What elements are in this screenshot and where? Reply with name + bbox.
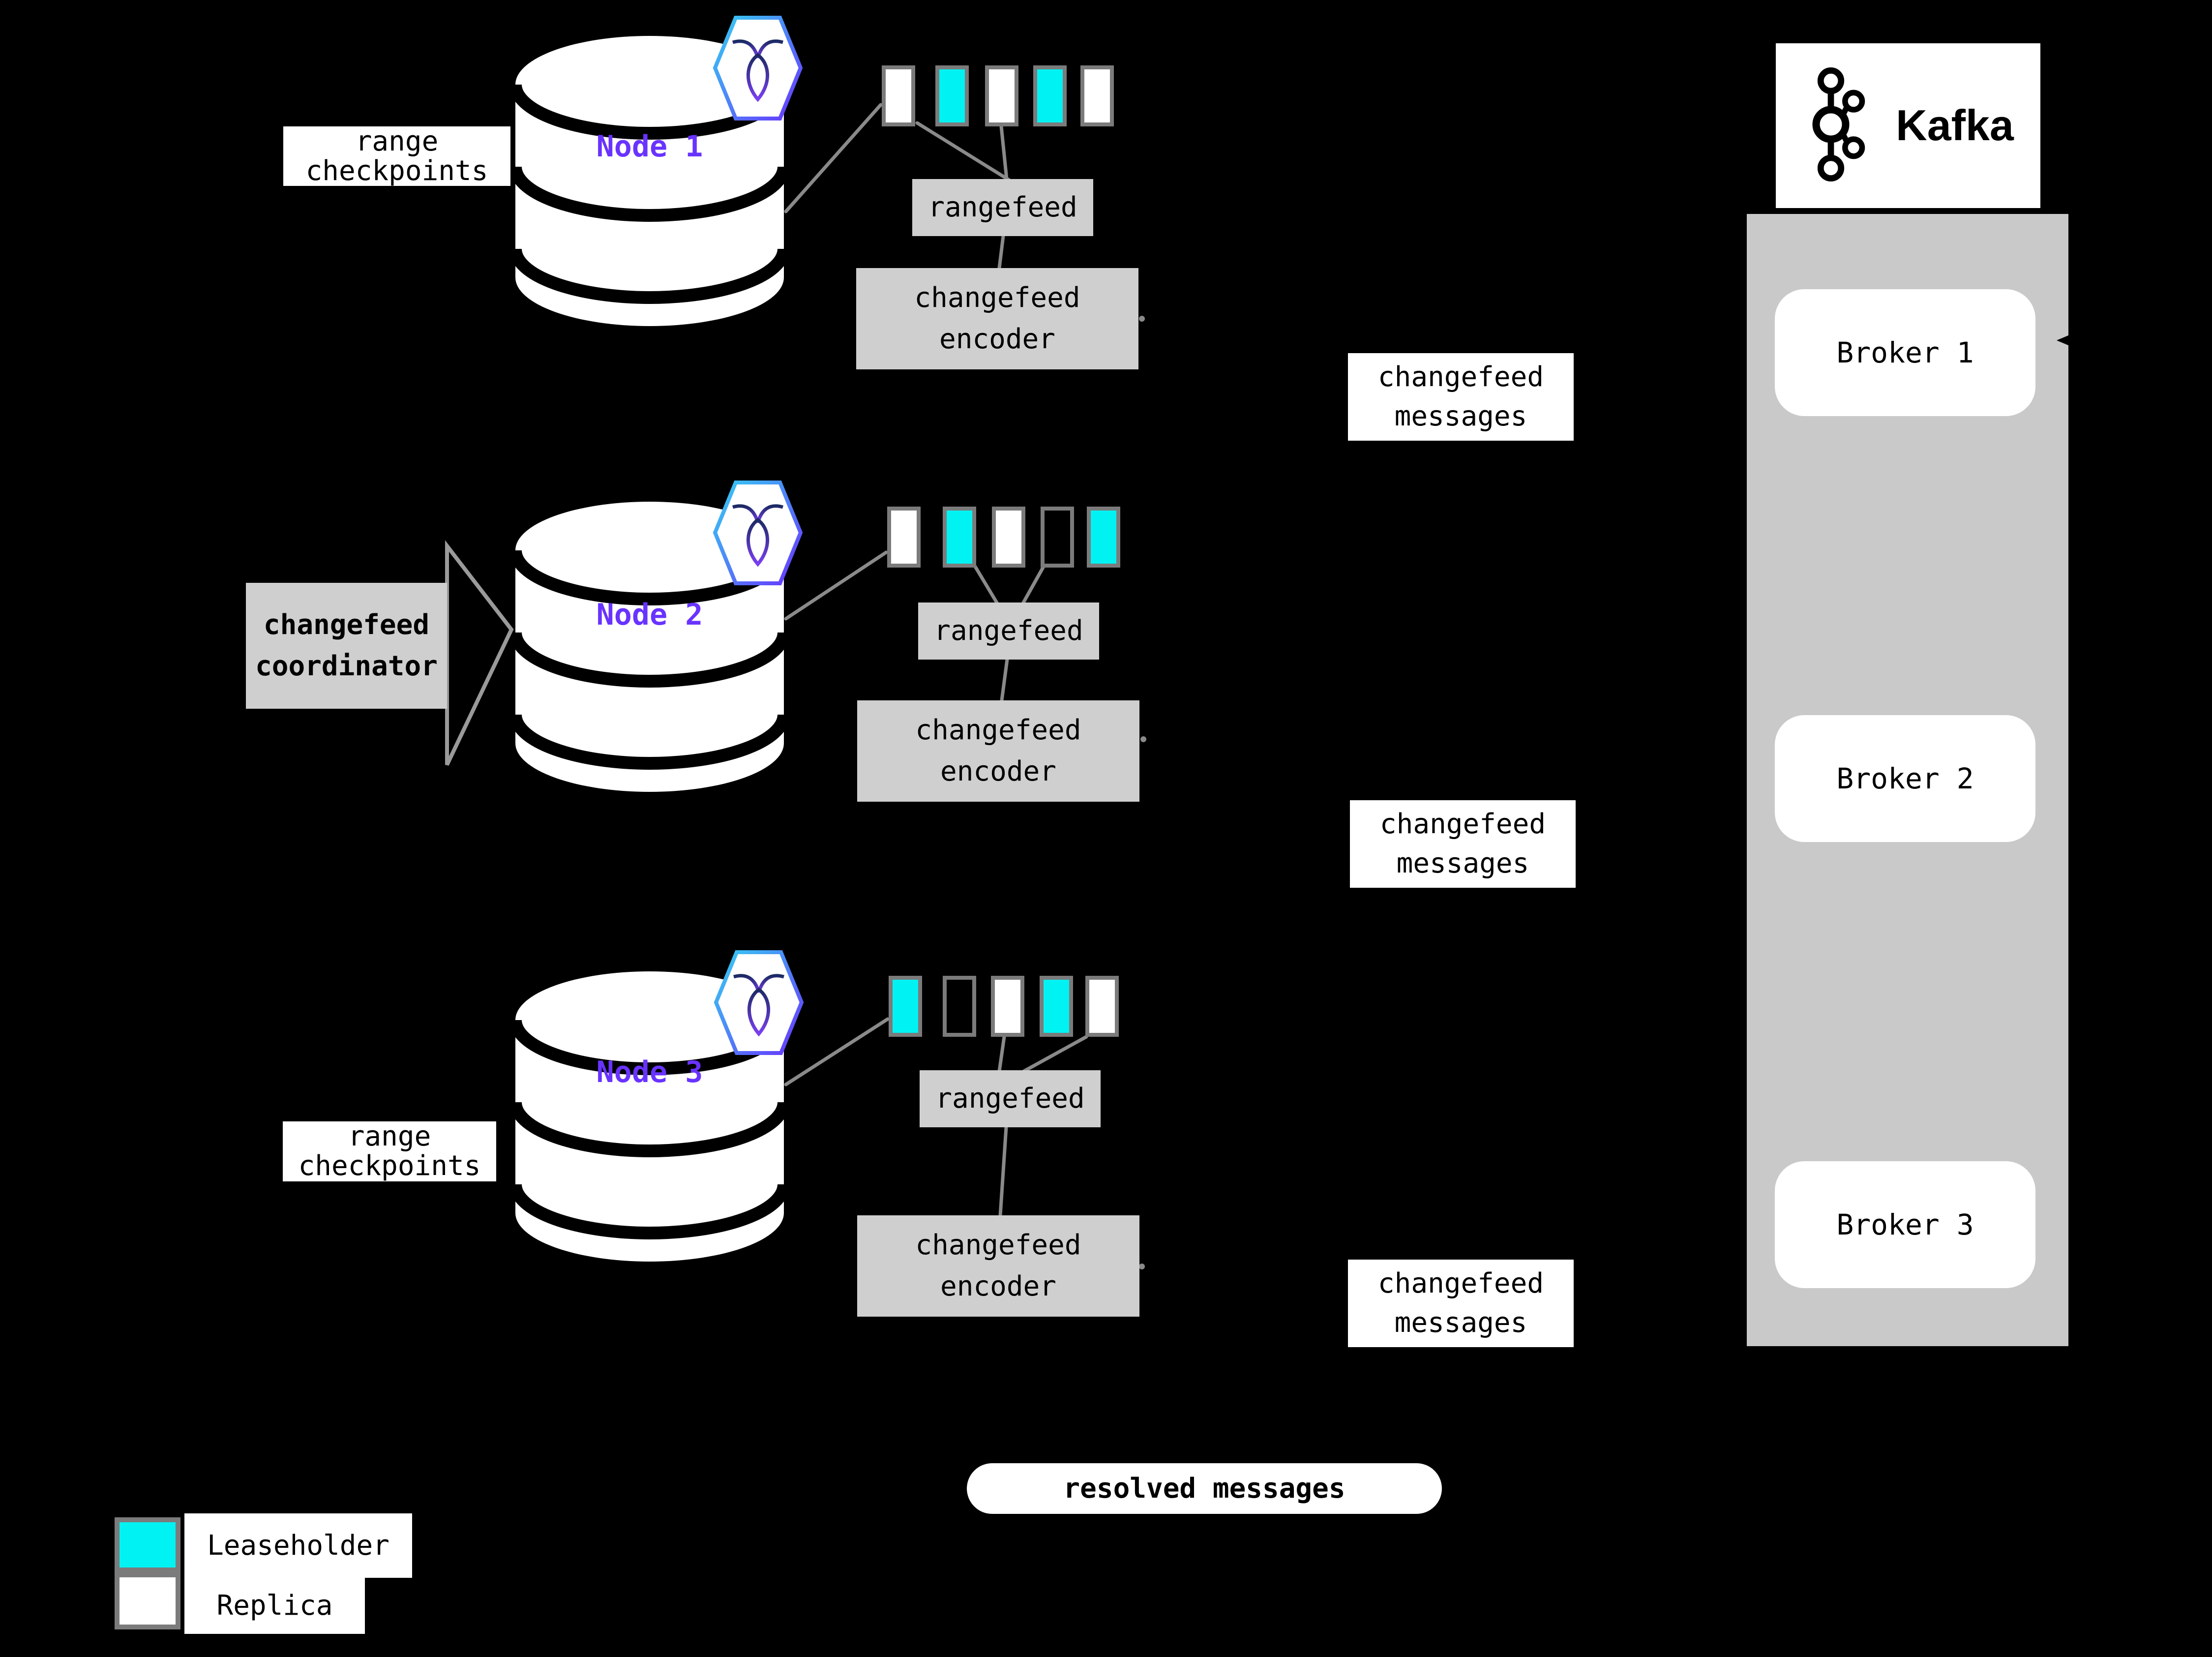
range-square — [1085, 976, 1119, 1037]
node-label: Node 2 — [596, 598, 703, 632]
changefeed-coordinator-callout: changefeed coordinator — [246, 583, 447, 709]
range-square — [985, 65, 1018, 126]
changefeed-messages-label: changefeed messages — [1350, 800, 1576, 888]
changefeed-encoder-box: changefeed encoder — [857, 700, 1139, 802]
range-square — [991, 976, 1024, 1037]
legend-swatch-replica — [115, 1572, 180, 1629]
range-square — [1041, 507, 1074, 568]
legend-label-leaseholder: Leaseholder — [184, 1513, 412, 1578]
rangefeed-box: rangefeed — [920, 1070, 1101, 1127]
range-square — [943, 976, 976, 1037]
range-square — [887, 507, 921, 568]
cockroachdb-logo-icon — [713, 16, 803, 121]
range-square — [889, 976, 922, 1037]
rangefeed-box: rangefeed — [918, 603, 1099, 660]
kafka-wordmark: Kafka — [1896, 101, 2014, 150]
node-label: Node 1 — [596, 129, 703, 164]
range-square — [1087, 507, 1120, 568]
range-checkpoints-label: range checkpoints — [283, 126, 510, 186]
range-square — [882, 65, 915, 126]
changefeed-messages-label: changefeed messages — [1348, 1260, 1574, 1347]
node-label: Node 3 — [596, 1055, 703, 1089]
legend-swatch-leaseholder — [115, 1517, 180, 1572]
node-cylinder — [515, 971, 784, 1262]
changefeed-encoder-box: changefeed encoder — [856, 268, 1138, 369]
kafka-logo-icon — [1812, 67, 1865, 181]
range-square — [992, 507, 1025, 568]
range-square — [943, 507, 976, 568]
range-square — [1040, 976, 1073, 1037]
arrowhead-into-kafka — [2057, 332, 2075, 348]
broker-card: Broker 2 — [1775, 715, 2035, 842]
legend-label-replica: Replica — [184, 1578, 365, 1634]
broker-card: Broker 1 — [1775, 289, 2035, 416]
resolved-messages-pill: resolved messages — [967, 1463, 1442, 1514]
range-square — [1080, 65, 1114, 126]
changefeed-encoder-box: changefeed encoder — [857, 1215, 1139, 1317]
range-checkpoints-label: range checkpoints — [283, 1121, 496, 1181]
changefeed-messages-label: changefeed messages — [1348, 353, 1574, 441]
range-square — [1033, 65, 1067, 126]
cockroachdb-logo-icon — [713, 481, 803, 585]
coordinator-callout-arrow — [445, 540, 514, 766]
kafka-logo — [1776, 43, 2040, 208]
rangefeed-box: rangefeed — [912, 179, 1093, 236]
range-square — [935, 65, 969, 126]
broker-card: Broker 3 — [1775, 1161, 2035, 1288]
cockroachdb-logo-icon — [714, 950, 804, 1055]
